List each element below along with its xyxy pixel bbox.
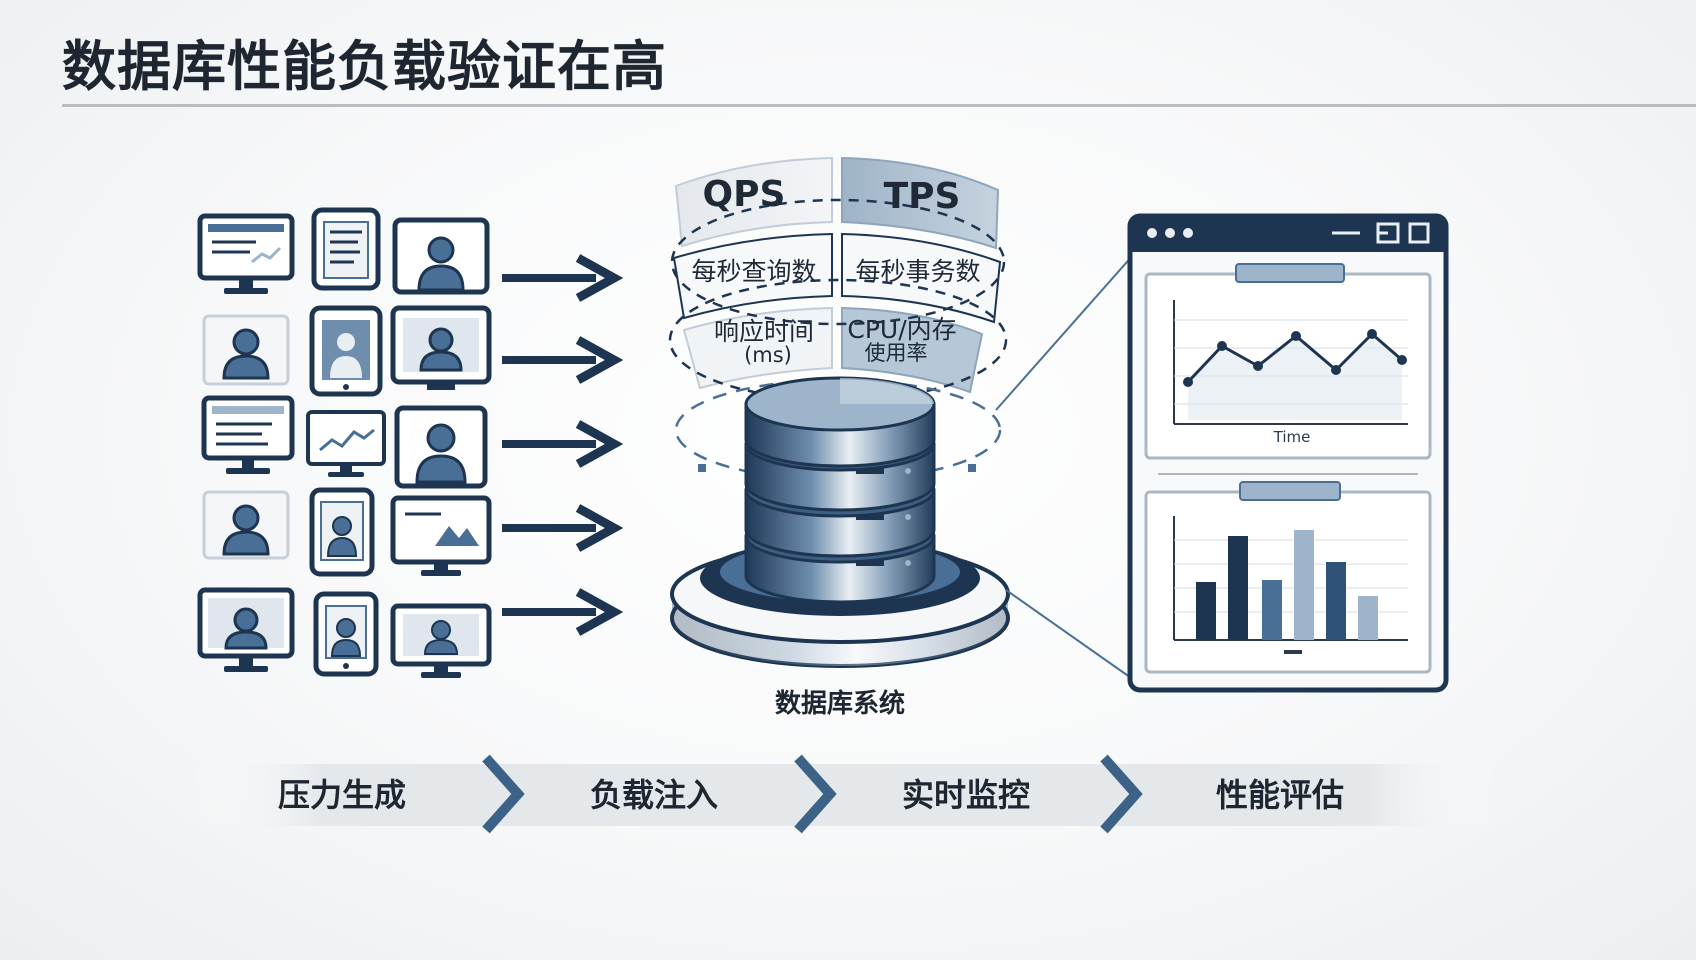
arrow-right-icon: [502, 254, 624, 302]
arrow-right-icon: [502, 588, 624, 636]
flow-step-load-injection: 负载注入: [590, 776, 718, 814]
monitoring-window: Time: [1127, 213, 1449, 693]
page-title: 数据库性能负载验证在高: [62, 35, 667, 98]
qps-description: 每秒查询数: [691, 257, 816, 286]
user-icon: [392, 217, 490, 295]
chevron-right-icon: [1100, 754, 1143, 834]
tablet-icon: [313, 591, 379, 677]
bar-chart-panel: [1144, 481, 1432, 674]
chevron-right-icon: [794, 754, 837, 834]
response-time-band: [682, 306, 833, 390]
resource-usage-label: CPU/内存: [847, 315, 956, 344]
resource-band: [841, 306, 984, 394]
tps-description: 每秒事务数: [855, 257, 980, 286]
database-label: 数据库系统: [775, 688, 905, 719]
flow-step-realtime-monitoring: 实时监控: [902, 776, 1030, 814]
response-time-unit: (ms): [744, 343, 792, 367]
database-server-icon: [670, 376, 1010, 668]
monitor-icon: [390, 305, 492, 390]
tablet-icon: [311, 207, 381, 291]
resource-usage-unit: 使用率: [865, 341, 928, 365]
line-chart-panel: Time: [1144, 263, 1432, 460]
flow-step-performance-evaluation: 性能评估: [1216, 776, 1344, 814]
monitor-icon: [197, 213, 295, 294]
monitor-icon: [390, 495, 492, 576]
user-icon: [202, 490, 290, 560]
client-grid: [197, 207, 492, 678]
monitor-icon: [201, 395, 295, 474]
flow-step-pressure-generation: 压力生成: [278, 776, 406, 814]
qps-band: [674, 156, 833, 248]
tps-band: [841, 156, 1000, 250]
user-icon: [202, 314, 290, 386]
response-time-label: 响应时间: [714, 317, 814, 346]
user-icon: [394, 405, 488, 489]
monitor-icon: [390, 603, 492, 678]
window-toggle-icon[interactable]: [1376, 222, 1400, 244]
chevron-right-icon: [482, 754, 525, 834]
monitor-icon: [197, 587, 295, 672]
arrow-right-icon: [502, 504, 624, 552]
qps-label: QPS: [703, 174, 786, 215]
arrow-right-icon: [502, 420, 624, 468]
tablet-icon: [309, 487, 375, 577]
line-chart-xlabel: Time: [1273, 428, 1311, 446]
request-arrows: [502, 254, 624, 636]
monitor-icon: [306, 410, 386, 477]
qps-desc-band: [672, 232, 833, 320]
tablet-icon: [309, 305, 383, 397]
process-flow: 压力生成 负载注入 实时监控 性能评估: [190, 754, 1500, 834]
metric-rings: QPS TPS 每秒查询数 每秒事务数 响应时间 (ms) CPU/内存 使用率: [668, 156, 1008, 482]
tps-label: TPS: [884, 176, 961, 217]
title-divider: [62, 104, 1696, 107]
maximize-icon[interactable]: [1408, 222, 1430, 244]
arrow-right-icon: [502, 336, 624, 384]
